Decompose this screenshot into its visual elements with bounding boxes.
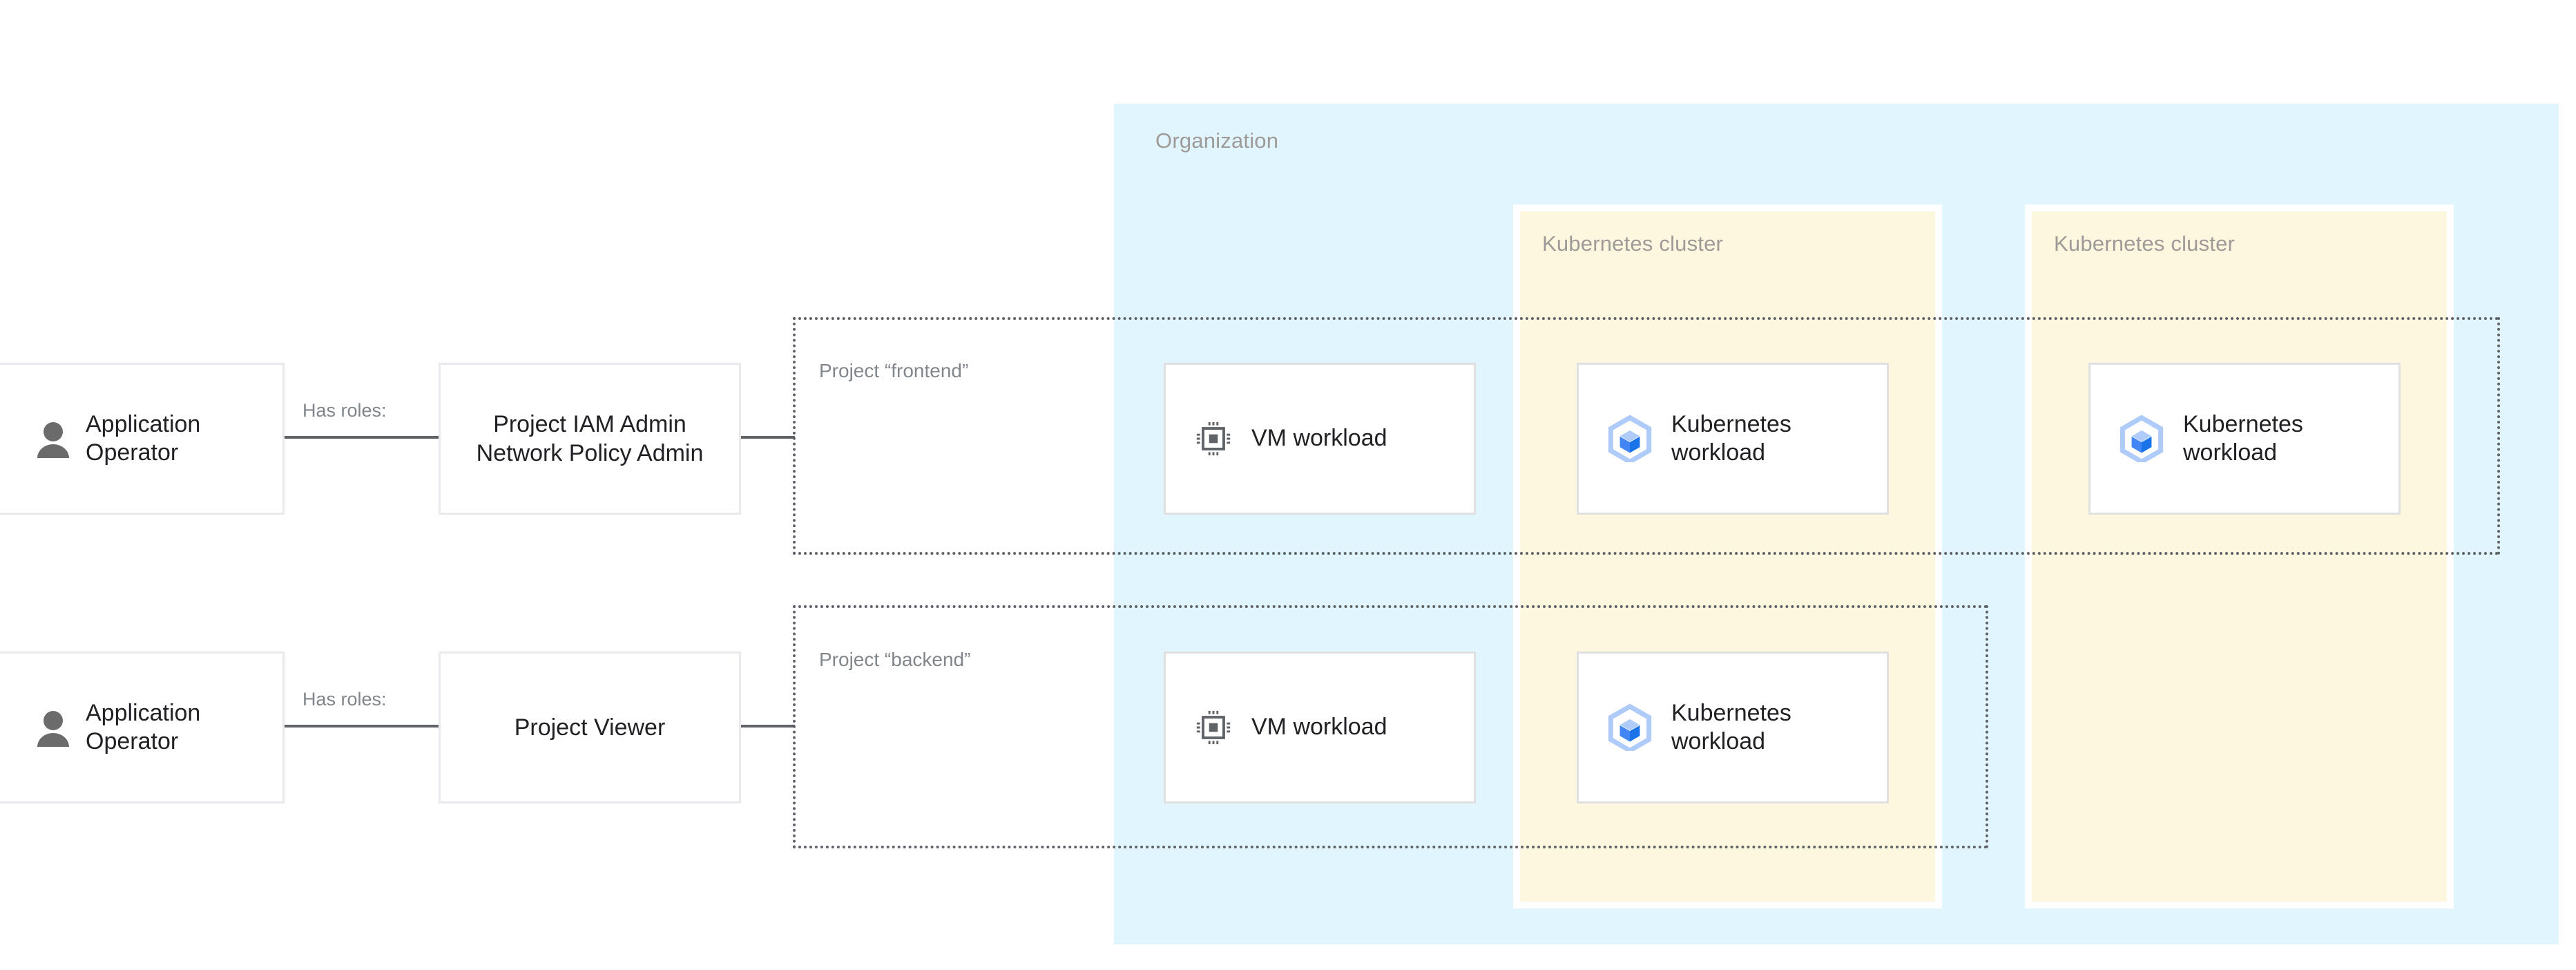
actor-label-bottom: Application Operator <box>86 699 201 754</box>
kubernetes-workload-card-frontend-1[interactable]: Kubernetes workload <box>1577 363 1889 515</box>
kubernetes-cluster-2-container <box>2032 211 2447 902</box>
card-content: Kubernetes workload <box>1579 699 1830 757</box>
kubernetes-workload-icon <box>1608 415 1652 462</box>
kubernetes-workload-icon <box>2120 415 2164 462</box>
card-content: VM workload <box>1166 419 1387 459</box>
connector-actor-to-role-top <box>285 436 439 439</box>
role-label-top: Project IAM Admin Network Policy Admin <box>476 410 704 467</box>
role-label-bottom: Project Viewer <box>514 714 666 741</box>
person-icon <box>36 421 70 458</box>
vm-workload-card-backend[interactable]: VM workload <box>1164 652 1476 803</box>
kubernetes-workload-label: Kubernetes workload <box>2183 410 2303 466</box>
connector-role-to-project-bottom <box>741 725 795 728</box>
card-content: Kubernetes workload <box>1579 410 1830 468</box>
actor-content-top: Application Operator <box>12 410 244 468</box>
kubernetes-workload-card-backend[interactable]: Kubernetes workload <box>1577 652 1889 803</box>
actor-label-top: Application Operator <box>86 410 201 466</box>
vm-workload-label: VM workload <box>1251 714 1387 741</box>
role-box-bottom[interactable]: Project Viewer <box>439 652 741 803</box>
actor-application-operator-top[interactable]: Application Operator <box>0 363 285 515</box>
has-roles-label-bottom: Has roles: <box>302 689 387 710</box>
actor-content-bottom: Application Operator <box>12 699 244 757</box>
kubernetes-workload-label: Kubernetes workload <box>1671 410 1791 466</box>
kubernetes-cluster-2-label: Kubernetes cluster <box>2054 231 2236 256</box>
vm-workload-label: VM workload <box>1251 425 1387 452</box>
kubernetes-workload-card-frontend-2[interactable]: Kubernetes workload <box>2088 363 2401 515</box>
kubernetes-workload-icon <box>1608 704 1652 751</box>
card-content: Kubernetes workload <box>2090 410 2342 468</box>
actor-application-operator-bottom[interactable]: Application Operator <box>0 652 285 803</box>
kubernetes-workload-label: Kubernetes workload <box>1671 699 1791 754</box>
cpu-chip-icon <box>1196 421 1231 456</box>
person-icon <box>36 710 70 747</box>
organization-label: Organization <box>1155 129 1279 153</box>
cpu-chip-icon <box>1196 710 1231 745</box>
connector-role-to-project-top <box>741 436 795 439</box>
project-frontend-label: Project “frontend” <box>819 360 969 381</box>
project-backend-label: Project “backend” <box>819 649 971 670</box>
has-roles-label-top: Has roles: <box>302 400 387 421</box>
vm-workload-card-frontend[interactable]: VM workload <box>1164 363 1476 515</box>
connector-actor-to-role-bottom <box>285 725 439 728</box>
kubernetes-cluster-1-label: Kubernetes cluster <box>1542 231 1724 256</box>
role-box-top[interactable]: Project IAM Admin Network Policy Admin <box>439 363 741 515</box>
card-content: VM workload <box>1166 707 1387 748</box>
